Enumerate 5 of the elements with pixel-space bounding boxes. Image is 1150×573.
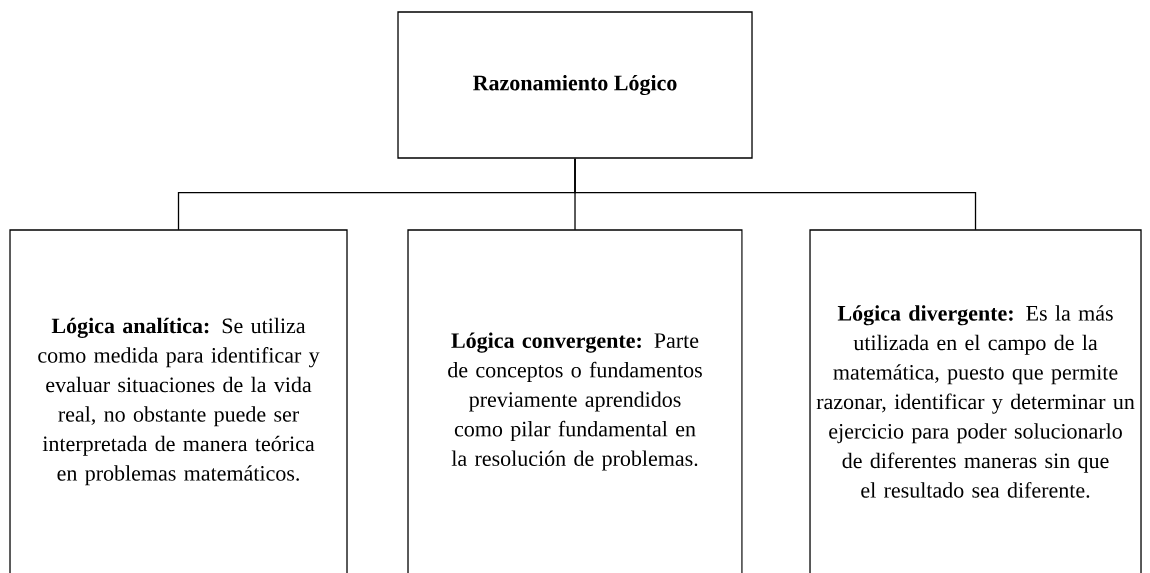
connector-line [574,158,977,231]
text-box: Lógica divergente: Es la más utilizada en el campo de la matemática, puesto que permite razonar, identificar y determinar un ejercicio para poder solucionarlo de diferentes maneras sin que el resultado sea diferente. [809,229,1142,573]
title-box: Razonamiento Lógico [397,11,753,159]
text-box: Lógica analítica: Se utiliza como medida para identificar y evaluar situaciones de la vida real, no obstante puede ser interpretada de manera teórica en problemas matemáticos. [9,229,348,573]
text-box: Lógica convergente: Parte de conceptos o fundamentos previamente aprendidos como pilar fundamental en la resolución de problemas. [407,229,743,573]
